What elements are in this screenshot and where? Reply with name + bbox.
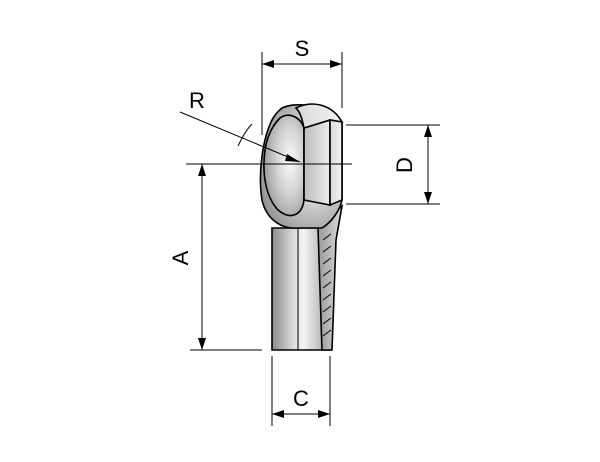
cone-bore <box>303 118 331 206</box>
dimension-r: R <box>179 88 301 163</box>
thread-hatching <box>322 233 332 337</box>
label-r: R <box>189 88 205 113</box>
label-a: A <box>168 250 193 265</box>
dimension-s: S <box>261 36 343 135</box>
rod-end-part <box>259 103 344 351</box>
housing-front-face <box>329 119 343 207</box>
label-c: C <box>293 386 309 411</box>
dimension-a: A <box>168 164 262 351</box>
dimension-d: D <box>346 124 440 205</box>
dimension-c: C <box>271 356 331 426</box>
dimension-lines: S R D A <box>168 36 440 426</box>
label-s: S <box>295 36 310 61</box>
label-d: D <box>392 157 417 173</box>
